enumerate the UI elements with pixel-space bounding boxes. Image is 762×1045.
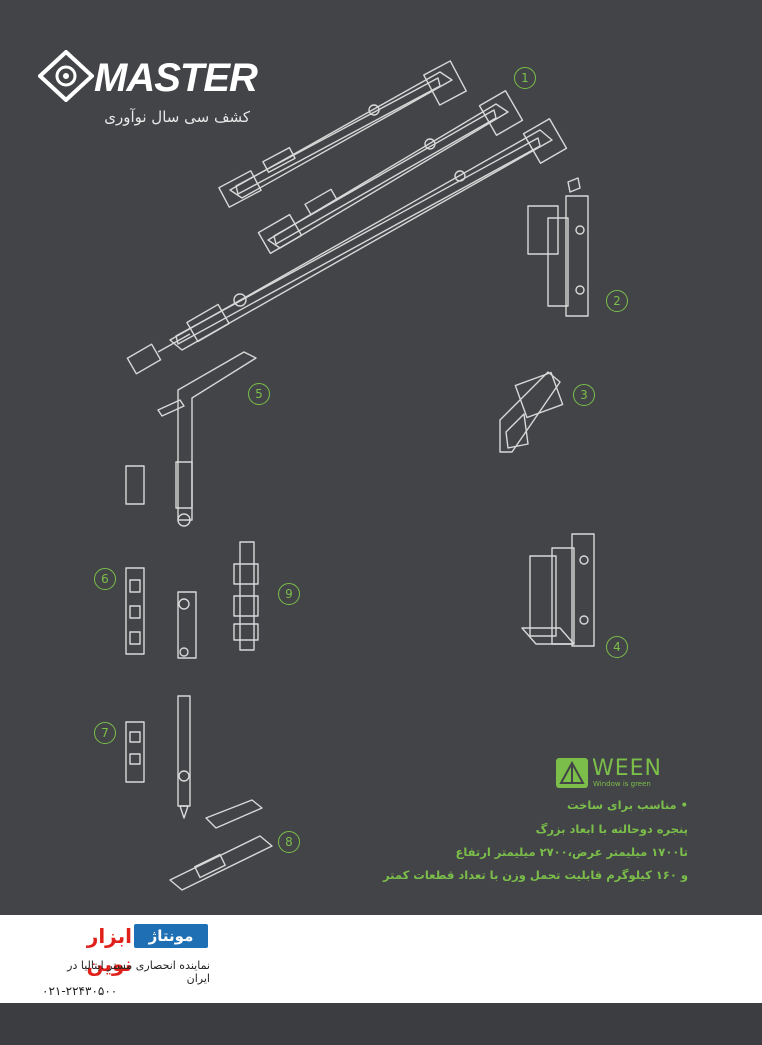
hinge-part-2: [527, 177, 589, 317]
scissor-arm-3: [126, 118, 568, 375]
part-number-4: 4: [606, 636, 628, 658]
dealer-representative: نماینده انحصاری مستر ایتالیا در ایران: [67, 959, 210, 985]
part-number-1: 1: [514, 67, 536, 89]
dealer-logo: ابزار نوین مونتاژ: [42, 922, 210, 976]
tagline: کشف سی سال نوآوری: [104, 108, 250, 126]
scissor-arm-1: [218, 60, 467, 208]
hinge-part-4: [521, 533, 595, 647]
corner-part-5: [157, 351, 257, 527]
part-number-2: 2: [606, 290, 628, 312]
ween-logo: WEEN Window is green: [556, 756, 663, 790]
part-number-8: 8: [278, 831, 300, 853]
poster-background: [0, 0, 762, 915]
part-number-6: 6: [94, 568, 116, 590]
logo-text: MASTER: [94, 56, 258, 100]
part-number-5: 5: [248, 383, 270, 405]
dealer-phone: ۰۲۱-۲۲۴۳۰۵۰۰: [42, 984, 118, 998]
part-number-9: 9: [278, 583, 300, 605]
feature-line-1: • مناسب برای ساخت: [566, 798, 688, 812]
part-number-3: 3: [573, 384, 595, 406]
scissor-arm-2: [257, 90, 524, 255]
feature-line-3: تا۱۷۰۰ میلیمتر عرض،۲۷۰۰ میلیمتر ارتفاع: [455, 845, 688, 859]
bottom-strip: [0, 1003, 762, 1045]
dealer-name-fa: ابزار نوین: [86, 924, 132, 976]
slider-part-8: [169, 799, 273, 891]
dealer-name-en: مونتاژ: [134, 924, 208, 948]
lock-part-6: [125, 465, 197, 659]
lock-part-7: [125, 695, 191, 819]
feature-line-4: و ۱۶۰ کیلوگرم قابلیت تحمل وزن با تعداد ق…: [383, 868, 688, 882]
keep-part-3: [499, 371, 564, 453]
part-number-7: 7: [94, 722, 116, 744]
hardware-illustration: [125, 60, 595, 891]
ween-subtitle: Window is green: [593, 780, 651, 788]
ween-leaf-icon: [556, 758, 588, 788]
ween-name: WEEN: [592, 756, 663, 781]
striker-part-9: [233, 541, 259, 651]
feature-line-2: پنجره دوحالته با ابعاد بزرگ: [535, 822, 688, 836]
master-logo: MASTER: [38, 48, 258, 108]
master-emblem-icon: [38, 50, 94, 102]
dealer-band: [0, 915, 762, 1003]
